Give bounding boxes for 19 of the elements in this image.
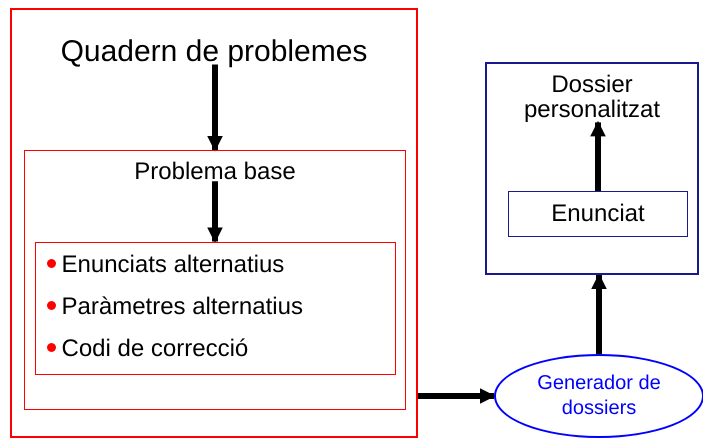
arrow: [418, 388, 496, 404]
arrow: [207, 64, 223, 152]
box-title: Quadern de problemes: [60, 36, 368, 68]
ellipse-label: Generador de dossiers: [536, 371, 662, 421]
box-title: Dossier personalitzat: [522, 72, 662, 122]
process-box: [508, 191, 688, 237]
box-title: Problema base: [133, 159, 297, 184]
output-panel: [485, 62, 699, 275]
list-item: Paràmetres alternatius: [62, 292, 303, 320]
list-box: [34, 242, 396, 374]
list-item: Codi de correcció: [62, 334, 248, 362]
list-item: Enunciats alternatius: [62, 250, 284, 278]
section-panel: [24, 150, 406, 410]
process-ellipse: [494, 354, 703, 438]
arrow: [590, 120, 606, 191]
arrow: [591, 273, 607, 354]
box-label: Enunciat: [551, 199, 645, 229]
section-panel: [10, 8, 418, 438]
arrow: [207, 181, 223, 244]
